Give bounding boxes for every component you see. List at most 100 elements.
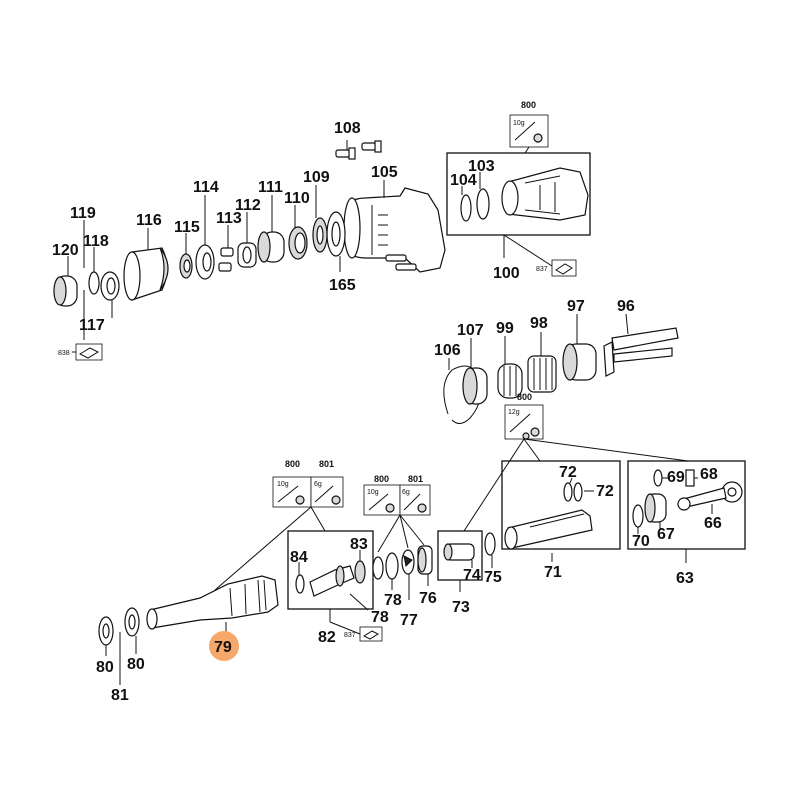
kit-card-837-bottom[interactable] bbox=[359, 626, 383, 642]
grease-10g-center: 10g bbox=[367, 489, 379, 496]
grease-10g-left: 10g bbox=[277, 481, 289, 488]
label-119: 119 bbox=[70, 205, 96, 222]
part-114[interactable] bbox=[195, 195, 215, 280]
label-800-mid: 800 bbox=[517, 392, 532, 402]
label-71: 71 bbox=[544, 564, 562, 581]
part-79-tool-holder[interactable] bbox=[146, 575, 279, 632]
grease-12g: 12g bbox=[508, 409, 520, 416]
part-116-sleeve[interactable] bbox=[123, 228, 169, 301]
part-77[interactable] bbox=[401, 549, 415, 600]
kit-card-800-top[interactable] bbox=[509, 114, 549, 154]
part-117[interactable] bbox=[100, 271, 120, 318]
part-98-needle-bearing[interactable] bbox=[527, 332, 557, 393]
label-120: 120 bbox=[52, 242, 79, 259]
label-801-center: 801 bbox=[408, 474, 423, 484]
part-83[interactable] bbox=[354, 550, 366, 584]
label-63: 63 bbox=[676, 570, 694, 587]
label-801-left: 801 bbox=[319, 459, 334, 469]
label-80a: 80 bbox=[96, 659, 114, 676]
label-105: 105 bbox=[371, 164, 398, 181]
label-74: 74 bbox=[463, 567, 481, 584]
label-800-top: 800 bbox=[521, 100, 536, 110]
label-104: 104 bbox=[450, 172, 477, 189]
part-120-end-cap[interactable] bbox=[53, 256, 78, 307]
label-68: 68 bbox=[700, 466, 718, 483]
part-105-gear-housing[interactable] bbox=[343, 180, 446, 273]
kit-card-838[interactable] bbox=[72, 343, 103, 361]
part-97-ring[interactable] bbox=[562, 314, 597, 381]
kit-card-801-left[interactable] bbox=[310, 476, 344, 508]
part-103-ring[interactable] bbox=[476, 172, 490, 220]
label-106: 106 bbox=[434, 342, 461, 359]
label-103: 103 bbox=[468, 158, 495, 175]
highlight-79-circle[interactable] bbox=[209, 631, 239, 661]
label-107: 107 bbox=[457, 322, 484, 339]
part-165-shim[interactable] bbox=[326, 211, 346, 272]
grease-6g-left: 6g bbox=[314, 481, 322, 488]
part-111-gear[interactable] bbox=[257, 195, 285, 263]
label-83: 83 bbox=[350, 536, 368, 553]
label-78a: 78 bbox=[371, 609, 389, 626]
label-76: 76 bbox=[419, 590, 437, 607]
part-74[interactable] bbox=[443, 543, 475, 568]
part-75-ring[interactable] bbox=[484, 532, 496, 568]
label-70: 70 bbox=[632, 533, 650, 550]
part-113[interactable] bbox=[218, 225, 234, 272]
label-838: 838 bbox=[58, 350, 70, 357]
part-108-screws[interactable] bbox=[335, 140, 382, 160]
part-84[interactable] bbox=[295, 562, 305, 594]
label-116: 116 bbox=[136, 212, 162, 229]
part-71-cylinder[interactable] bbox=[504, 509, 593, 562]
part-80-washers[interactable] bbox=[98, 607, 140, 685]
box-100 bbox=[446, 152, 591, 236]
label-78b: 78 bbox=[384, 592, 402, 609]
label-99: 99 bbox=[496, 320, 514, 337]
label-66: 66 bbox=[704, 515, 722, 532]
label-100: 100 bbox=[493, 265, 520, 282]
label-72b: 72 bbox=[596, 483, 614, 500]
part-68[interactable] bbox=[685, 469, 698, 487]
box-71 bbox=[501, 460, 621, 550]
kit-card-801-center[interactable] bbox=[399, 484, 431, 516]
label-81: 81 bbox=[111, 687, 129, 704]
label-98: 98 bbox=[530, 315, 548, 332]
label-67: 67 bbox=[657, 526, 675, 543]
kit-card-837-top[interactable] bbox=[551, 259, 577, 277]
part-112[interactable] bbox=[237, 212, 257, 268]
part-69[interactable] bbox=[653, 469, 668, 487]
part-70-ring[interactable] bbox=[632, 504, 644, 534]
kit-card-800-mid[interactable] bbox=[504, 404, 544, 440]
label-800-center: 800 bbox=[374, 474, 389, 484]
label-837-bottom: 837 bbox=[344, 632, 356, 639]
part-82-striker[interactable] bbox=[309, 565, 369, 611]
label-110: 110 bbox=[284, 190, 310, 207]
label-82: 82 bbox=[318, 629, 336, 646]
part-76-gear[interactable] bbox=[417, 545, 433, 586]
part-66-connecting-rod[interactable] bbox=[677, 481, 743, 514]
part-96-guide[interactable] bbox=[603, 313, 679, 377]
part-78-washers[interactable] bbox=[372, 552, 399, 590]
part-72-o-rings[interactable] bbox=[563, 477, 594, 502]
part-118[interactable] bbox=[88, 247, 100, 295]
part-109[interactable] bbox=[312, 185, 328, 253]
part-100-cylinder-housing[interactable] bbox=[501, 167, 589, 221]
label-117: 117 bbox=[79, 317, 105, 334]
part-110-bearing[interactable] bbox=[288, 205, 308, 260]
kit-card-800-left[interactable] bbox=[272, 476, 312, 508]
label-800-left: 800 bbox=[285, 459, 300, 469]
label-113: 113 bbox=[216, 210, 242, 227]
kit-card-800-center[interactable] bbox=[363, 484, 401, 516]
label-96: 96 bbox=[617, 298, 635, 315]
part-115-ring[interactable] bbox=[179, 233, 193, 279]
part-67-piston[interactable] bbox=[644, 493, 667, 530]
label-108: 108 bbox=[334, 120, 361, 137]
part-99-spring[interactable] bbox=[497, 336, 523, 399]
label-69: 69 bbox=[667, 469, 685, 486]
grease-10g-top: 10g bbox=[513, 120, 525, 127]
part-104-ring[interactable] bbox=[460, 186, 472, 222]
part-107-bearing[interactable] bbox=[462, 338, 488, 405]
label-118: 118 bbox=[83, 233, 109, 250]
label-84: 84 bbox=[290, 549, 308, 566]
grease-6g-center: 6g bbox=[402, 489, 410, 496]
